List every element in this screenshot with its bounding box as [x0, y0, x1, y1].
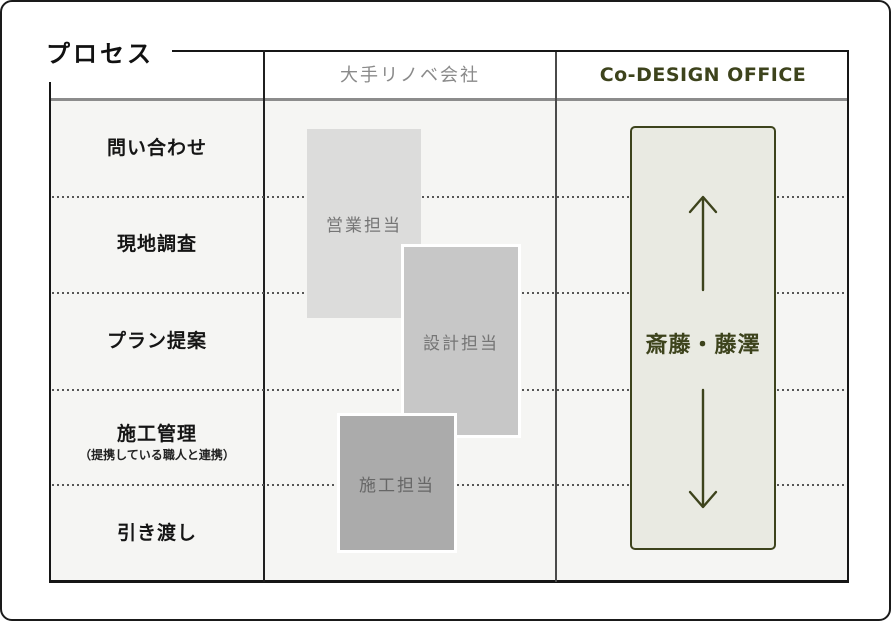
title-rule: [172, 50, 849, 52]
process-step-construction-management: 施工管理: [116, 423, 197, 445]
office-continuity-box: 斎藤・藤澤: [630, 126, 776, 550]
staff-box-design-label: 設計担当: [423, 333, 499, 354]
header-underline: [50, 98, 849, 101]
diagram-title: プロセス: [46, 40, 154, 68]
up-arrow-icon: [688, 195, 718, 214]
continuity-arrows: [688, 195, 718, 509]
office-staff-names: 斎藤・藤澤: [645, 333, 761, 358]
table-border-bottom: [49, 580, 849, 583]
staff-box-design: 設計担当: [401, 244, 521, 438]
column-divider-labels-company: [263, 50, 265, 582]
row-divider-dotted: [52, 196, 847, 198]
process-step-site-survey: 現地調査: [116, 233, 197, 255]
process-step-inquiry: 問い合わせ: [106, 137, 207, 159]
down-arrow-icon: [688, 490, 718, 509]
table-border-left: [49, 82, 51, 582]
staff-box-construction-label: 施工担当: [359, 475, 435, 496]
process-step-plan-proposal: プラン提案: [106, 330, 207, 352]
staff-box-sales-label: 営業担当: [326, 216, 402, 236]
column-header-company: 大手リノベ会社: [340, 65, 480, 86]
table-border-right: [847, 50, 849, 582]
process-step-handover: 引き渡し: [116, 522, 197, 544]
process-step-construction-management-note: （提携している職人と連携）: [79, 448, 235, 462]
column-divider-company-office: [555, 52, 557, 582]
staff-box-construction: 施工担当: [337, 413, 457, 553]
column-header-office: Co-DESIGN OFFICE: [599, 64, 807, 86]
